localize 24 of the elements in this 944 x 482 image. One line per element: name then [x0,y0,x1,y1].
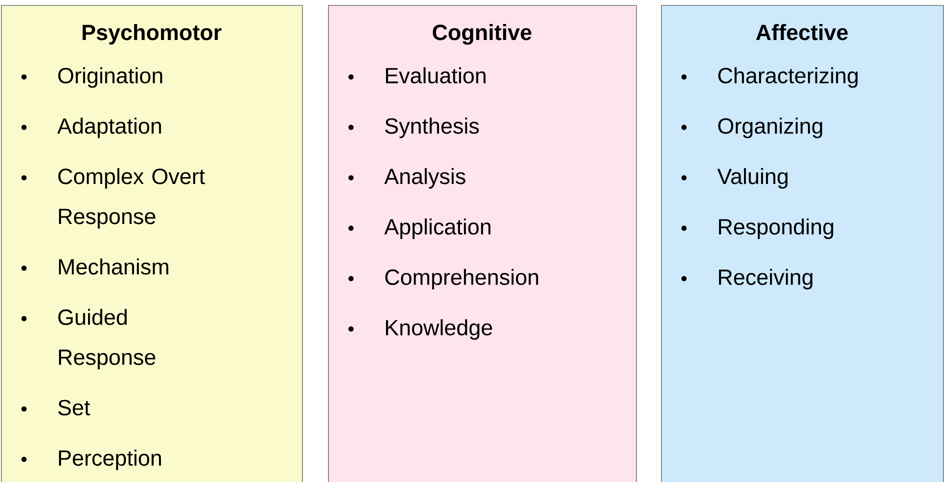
list-item: Perception [21,450,161,470]
category-box [328,5,637,482]
column-heading: Psychomotor [82,24,222,45]
category-box [661,5,944,482]
list-item: Organizing [681,118,822,138]
list-item: Synthesis [348,118,479,138]
list-item: Mechanism [21,258,168,275]
list-item: Analysis [348,168,466,189]
list-item: Responding [681,218,834,239]
list-item: Comprehension [348,268,538,290]
list-item: Evaluation [348,67,486,84]
list-item: Set [21,400,90,416]
list-item: Characterizing [681,67,858,88]
list-item: Valuing [681,168,788,189]
column-heading: Cognitive [432,24,532,45]
list-item: Application [348,218,490,239]
list-item: Knowledge [348,319,492,340]
list-item: Guided Response [21,308,156,370]
category-box [1,5,303,482]
list-item: Origination [21,67,162,88]
column-heading: Affective [756,24,848,40]
list-item: Adaptation [21,118,161,138]
list-item: Complex Overt Response [21,168,205,229]
list-item: Receiving [681,268,812,290]
